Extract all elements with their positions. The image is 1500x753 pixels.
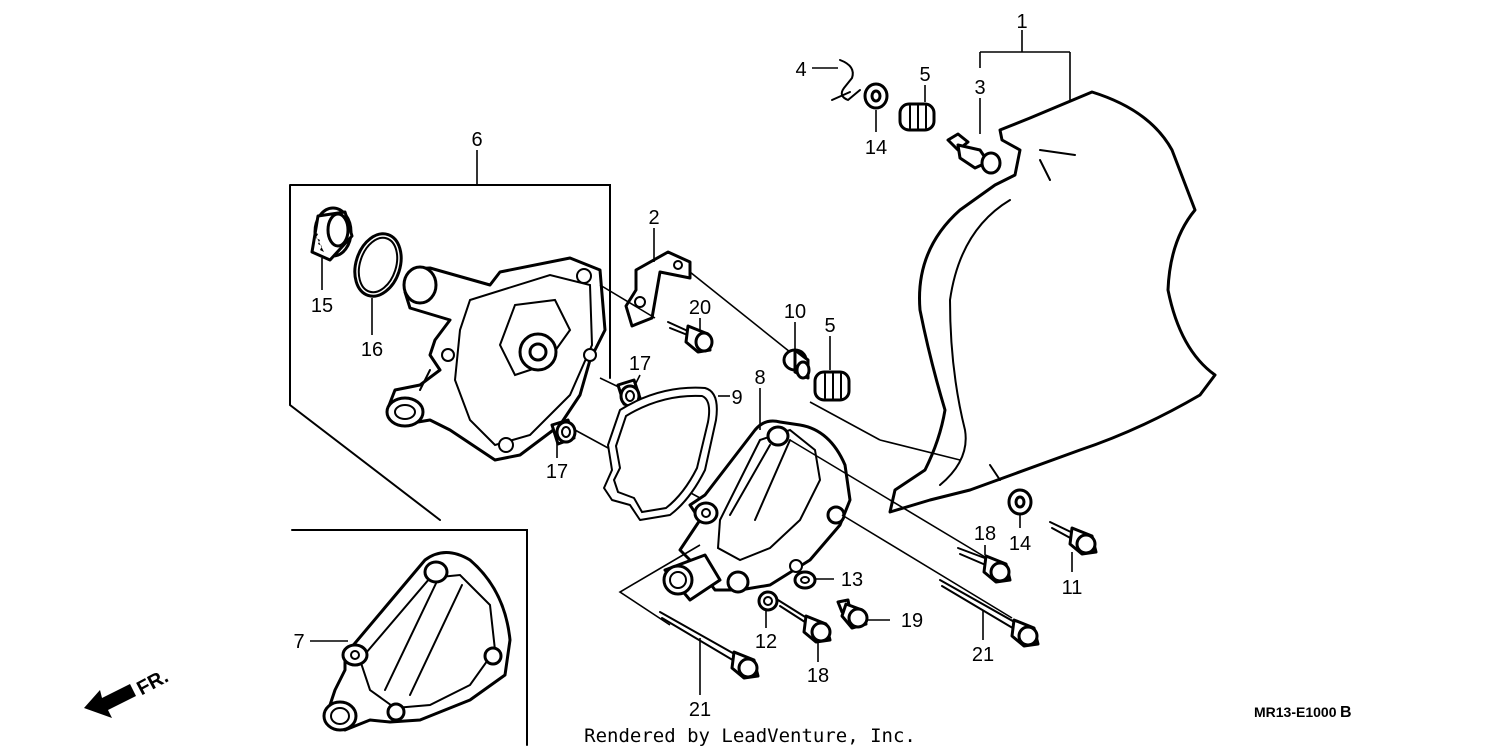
guide-5-cover: [809, 401, 881, 441]
callout-3: 3: [974, 77, 985, 99]
part-bolt-11: [1049, 521, 1098, 556]
diagram-code: MR13-E1000: [1254, 704, 1337, 720]
callout-2: 2: [648, 207, 659, 229]
part-bolt-21-right: [939, 579, 1040, 648]
diagram-code-suffix: B: [1340, 704, 1352, 721]
callout-19: 19: [901, 610, 923, 632]
callout-11: 11: [1062, 577, 1083, 599]
part-water-pump-6: [385, 256, 607, 462]
callout-15: 15: [311, 295, 333, 317]
callout-4: 4: [795, 59, 806, 81]
callout-18-upper: 18: [974, 523, 996, 545]
callout-17-upper: 17: [629, 353, 651, 375]
guide-2-10: [689, 271, 791, 353]
callout-5-top: 5: [919, 64, 930, 86]
callout-21-left: 21: [689, 699, 711, 721]
callout-1: 1: [1016, 11, 1027, 33]
callout-21-right: 21: [972, 644, 994, 666]
part-stud-3: [946, 132, 1002, 175]
part-washer-13: [793, 570, 817, 590]
part-dowel-17-lower: [550, 418, 577, 446]
front-direction-label: FR.: [133, 666, 172, 701]
part-bracket-2: [624, 250, 692, 328]
part-collar-10: [782, 348, 811, 380]
guide-8-18: [789, 439, 991, 561]
pump-assembly-bracket: [289, 184, 611, 521]
callout-8: 8: [754, 367, 765, 389]
part-grommet-5-top: [898, 102, 936, 132]
part-bolt-21-left: [659, 611, 760, 680]
part-bolt-18-lower: [777, 599, 832, 644]
part-pump-cover-7: [322, 551, 512, 732]
part-pump-cover-8: [662, 419, 852, 602]
guide-8-21: [618, 544, 701, 626]
callout-14-bottom: 14: [1009, 533, 1031, 555]
part-washer-12: [757, 590, 779, 612]
callout-20: 20: [689, 297, 711, 319]
inset-frame: [291, 529, 528, 746]
callout-7: 7: [293, 631, 304, 653]
part-bolt-20: [667, 321, 714, 354]
footer-credit: Rendered by LeadVenture, Inc.: [584, 725, 916, 747]
part-dowel-17-upper: [616, 378, 642, 408]
part-seal-15: [310, 206, 354, 262]
guide-6-2: [599, 284, 656, 319]
front-direction-arrow-icon: [84, 684, 136, 718]
leader-17a: [634, 374, 641, 386]
part-cover-1: [888, 90, 1217, 514]
callout-17-lower: 17: [546, 461, 568, 483]
callout-16: 16: [361, 339, 383, 361]
callout-6: 6: [471, 129, 482, 151]
callout-18-lower: 18: [807, 665, 829, 687]
guide-cover: [879, 439, 961, 461]
part-washer-14-bottom: [1007, 488, 1033, 516]
part-oring-16: [353, 232, 403, 298]
part-clip-4: [831, 59, 861, 102]
part-grommet-5-mid: [813, 370, 851, 402]
part-gasket-9: [603, 386, 718, 521]
callout-12: 12: [755, 631, 777, 653]
part-washer-14-top: [863, 82, 889, 110]
leader-1: [979, 30, 1071, 100]
callout-10: 10: [784, 301, 806, 323]
guide-8-21b: [841, 514, 1013, 619]
callout-9: 9: [731, 387, 742, 409]
callout-13: 13: [841, 569, 863, 591]
part-bolt-19: [836, 598, 869, 630]
callout-5-mid: 5: [824, 315, 835, 337]
callout-14-top: 14: [865, 137, 887, 159]
part-bolt-18-upper: [957, 547, 1012, 584]
